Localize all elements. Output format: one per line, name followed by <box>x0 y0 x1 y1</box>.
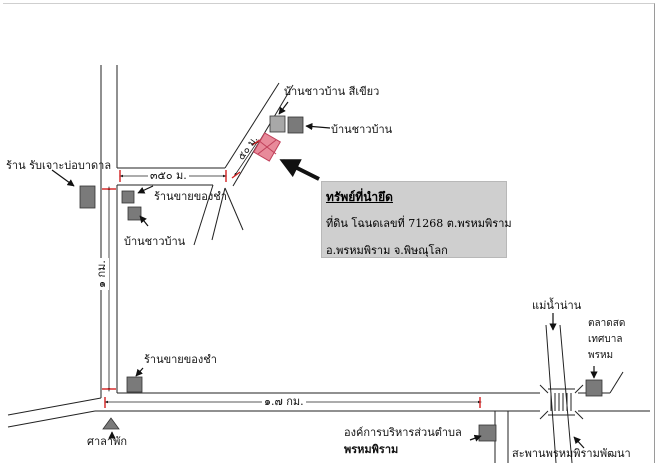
property-location-line: อ.พรหมพิราม จ.พิษณุโลก <box>326 244 448 257</box>
label-pavilion: ศาลาพัก <box>87 435 127 448</box>
grocery-shop-top-building <box>121 190 135 204</box>
page-frame <box>3 3 655 463</box>
label-river: แม่น้ำน่าน <box>532 299 582 312</box>
pavilion-icon <box>102 417 120 430</box>
property-big-arrow <box>279 159 320 181</box>
property-info-box: ทรัพย์ที่นำยึด ที่ดิน โฉนดเลขที่ 71268 ต… <box>321 181 512 258</box>
property-parcel <box>253 132 281 162</box>
road-top <box>117 167 244 246</box>
label-well-drilling-shop: ร้าน รับเจาะบ่อบาดาล <box>6 159 112 172</box>
red-markers <box>102 138 481 408</box>
villager-house-ne-building <box>287 116 304 134</box>
label-grocery-shop-bottom: ร้านขายของชำ <box>144 353 217 366</box>
label-villager-house-green: บ้านชาวบ้าน สีเขียว <box>284 85 380 98</box>
label-grocery-shop-top: ร้านขายของชำ <box>154 190 227 203</box>
property-deed-line: ที่ดิน โฉนดเลขที่ 71268 ต.พรหมพิราม <box>326 217 512 230</box>
well-shop-building <box>79 185 96 209</box>
pointer-arrows <box>51 101 598 449</box>
label-market-line3: พรหม <box>588 350 614 361</box>
sao-building <box>478 424 497 442</box>
villager-house-green-building <box>269 115 286 133</box>
road-vertical <box>100 65 118 398</box>
villager-house-left-building <box>127 206 142 221</box>
distance-top-road: ๓๕๐ ม. <box>148 169 189 183</box>
bridge-symbol <box>539 384 584 420</box>
label-market-line2: เทศบาล <box>588 334 623 345</box>
label-sao-line1: องค์การบริหารส่วนตำบล <box>344 426 462 439</box>
grocery-shop-bottom-building <box>126 376 143 393</box>
distance-bottom-road: ๑.๗ กม. <box>262 395 306 409</box>
label-sao-line2: พรหมพิราม <box>344 443 399 456</box>
road-diagonal <box>224 82 294 187</box>
market-building <box>585 379 603 397</box>
property-title: ทรัพย์ที่นำยึด <box>326 190 393 204</box>
label-villager-house-ne: บ้านชาวบ้าน <box>331 123 393 136</box>
buildings <box>79 115 603 442</box>
label-bridge: สะพานพรหมพิรามพัฒนา <box>512 447 631 460</box>
label-villager-house-left: บ้านชาวบ้าน <box>124 235 186 248</box>
distance-vertical-road: ๑ กม. <box>95 258 109 290</box>
label-market-line1: ตลาดสด <box>588 318 626 329</box>
road-bottom <box>7 371 650 463</box>
